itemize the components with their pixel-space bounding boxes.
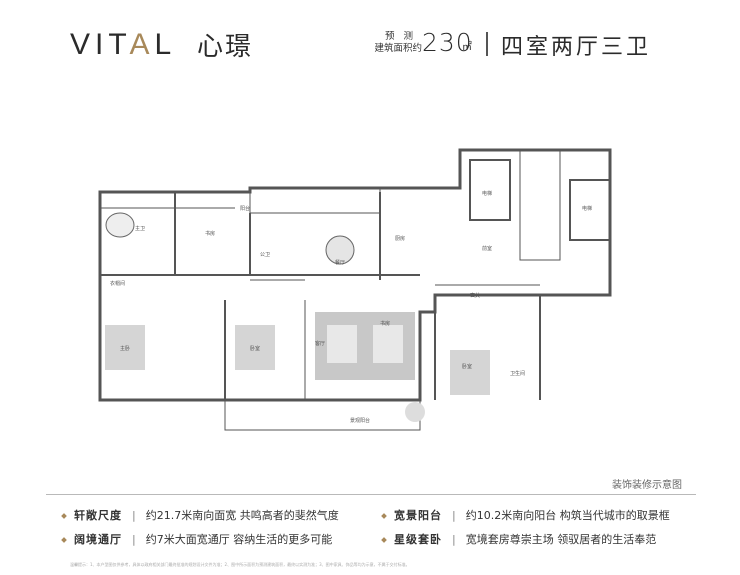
diamond-icon [61,513,67,519]
feature-desc: 约10.2米南向阳台 构筑当代城市的取景框 [465,509,670,522]
feature-item: 宽景阳台 | 约10.2米南向阳台 构筑当代城市的取景框 [381,507,670,523]
feature-separator: | [132,533,136,546]
legal-fineprint: 温馨提示：1、本户型图仅供参考，具体以政府相关部门最终批准的规划设计文件为准；2… [70,562,410,567]
feature-title: 宽景阳台 [394,509,442,522]
area-unit: ㎡ [462,42,472,53]
room-living: 客厅 [315,340,325,347]
area-value: 230 [422,28,473,57]
feature-item: 星级套卧 | 宽境套房尊崇主场 领驭居者的生活奉范 [381,531,657,547]
decoration-disclaimer: 装饰装修示意图 [612,480,682,491]
feature-title: 轩敞尺度 [74,509,122,522]
feature-separator: | [132,509,136,522]
room-study: 书房 [205,230,215,237]
diamond-icon [381,537,387,543]
feature-desc: 宽境套房尊崇主场 领驭居者的生活奉范 [465,533,657,546]
feature-desc: 约21.7米南向面宽 共鸣高者的斐然气度 [145,509,339,522]
brand-name-cn: 心璟 [197,32,254,62]
feature-title: 阔境通厅 [74,533,122,546]
diamond-icon [61,537,67,543]
room-master-bed: 主卧 [120,345,130,352]
room-lift1: 电梯 [482,190,492,197]
room-cloakroom: 衣帽间 [110,280,125,287]
room-bath3: 卫生间 [510,370,525,377]
feature-item: 轩敞尺度 | 约21.7米南向面宽 共鸣高者的斐然气度 [61,507,339,523]
header-separator [486,32,488,56]
feature-separator: | [452,509,456,522]
room-entry: 玄关 [470,292,480,299]
floor-plan: 主卫 书房 公卫 餐厅 厨房 衣帽间 主卧 卧室 客厅 书房 卧室 卫生间 阳台… [98,148,612,431]
feature-title: 星级套卧 [394,533,442,546]
room-dining: 餐厅 [335,259,345,266]
feature-desc: 约7米大面宽通厅 容纳生活的更多可能 [145,533,333,546]
header: VITAL 心璟 预测 建筑面积约 230 ㎡ 四室两厅三卫 [0,0,740,80]
room-kitchen: 厨房 [395,235,405,242]
diamond-icon [381,513,387,519]
section-divider [46,494,696,495]
brand-logo: VITAL [70,28,177,61]
area-label-line1: 预测 [384,31,422,42]
room-bed3: 卧室 [462,363,472,370]
room-balcony: 阳台 [240,205,250,212]
room-lift2: 电梯 [582,205,592,212]
room-guest-bath: 公卫 [260,252,270,258]
room-master-bath: 主卫 [135,225,145,232]
room-study2: 书房 [380,320,390,327]
area-label: 预测 建筑面积约 [370,31,422,55]
feature-separator: | [452,533,456,546]
room-garden: 景观阳台 [350,417,370,424]
room-bed2: 卧室 [250,345,260,352]
room-hall: 前室 [482,245,492,252]
feature-item: 阔境通厅 | 约7米大面宽通厅 容纳生活的更多可能 [61,531,333,547]
area-label-line2: 建筑面积约 [374,43,422,54]
layout-title: 四室两厅三卫 [501,35,652,60]
